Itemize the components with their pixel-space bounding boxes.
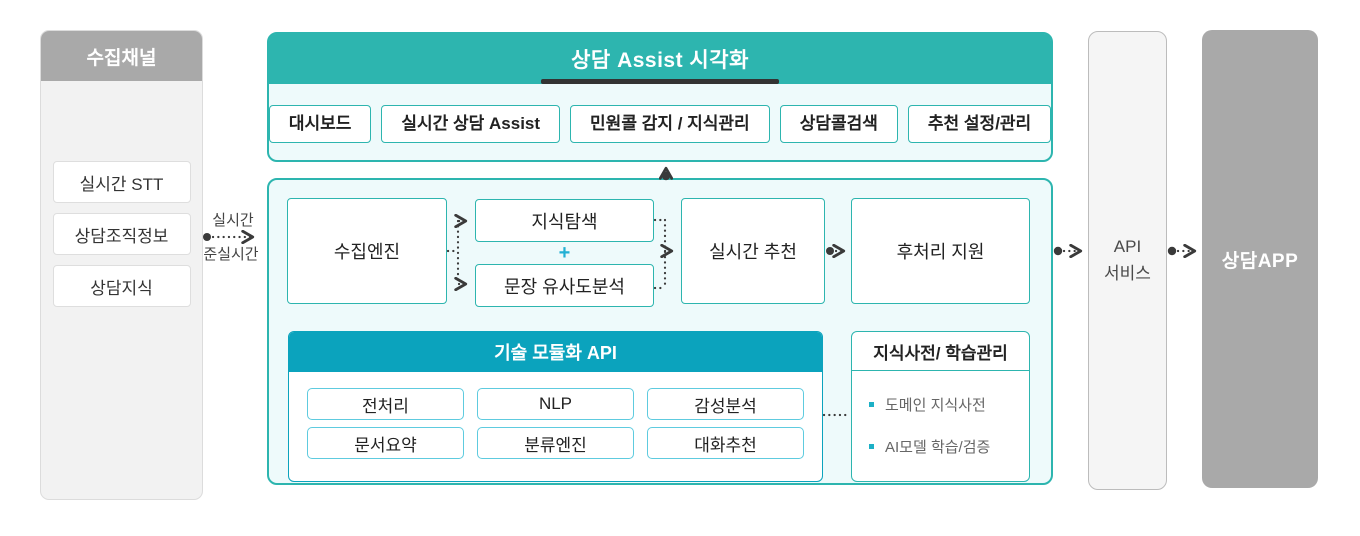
knowledge-search-box: 지식탐색 (475, 199, 654, 242)
square-bullet-icon (869, 402, 874, 407)
near-realtime-label: 준실시간 (203, 246, 259, 263)
dot-api-app (1167, 246, 1177, 256)
assist-visualization-menus: 대시보드 실시간 상담 Assist 민원콜 감지 / 지식관리 상담콜검색 추… (268, 105, 1052, 143)
knowledge-mgmt-list: 도메인 지식사전 AI모델 학습/검증 (852, 371, 1029, 457)
knowledge-mgmt-title: 지식사전/ 학습관리 (852, 332, 1029, 371)
menu-reco-settings: 추천 설정/관리 (907, 105, 1052, 143)
knowledge-item-domain-dict: 도메인 지식사전 (869, 394, 1021, 415)
menu-dashboard: 대시보드 (268, 105, 372, 143)
engine-flow-section: 수집엔진 지식탐색 + 문장 유사도분석 실시간 추천 후처리 지원 기술 모듈… (267, 178, 1053, 485)
module-doc-summary: 문서요약 (307, 427, 464, 459)
module-nlp: NLP (477, 388, 634, 420)
module-dialog-reco: 대화추천 (647, 427, 804, 459)
channel-item-stt: 실시간 STT (52, 161, 191, 203)
module-sentiment: 감성분석 (647, 388, 804, 420)
api-service-label: API 서비스 (1104, 237, 1151, 283)
collection-channel-panel: 수집채널 실시간 STT 상담조직정보 상담지식 (40, 30, 203, 500)
knowledge-item-label: AI모델 학습/검증 (885, 439, 991, 456)
tech-module-grid: 전처리 NLP 감성분석 문서요약 분류엔진 대화추천 (289, 372, 822, 459)
channel-item-knowledge: 상담지식 (52, 265, 191, 307)
collection-channel-title: 수집채널 (41, 31, 202, 81)
square-bullet-icon (869, 444, 874, 449)
collection-channel-items: 실시간 STT 상담조직정보 상담지식 (41, 161, 202, 307)
tech-module-api-title: 기술 모듈화 API (289, 332, 822, 372)
realtime-recommendation-box: 실시간 추천 (681, 198, 825, 304)
sentence-similarity-box: 문장 유사도분석 (475, 264, 654, 307)
realtime-label: 실시간 (212, 212, 254, 229)
counsel-app-box: 상담APP (1202, 30, 1318, 488)
postprocess-support-box: 후처리 지원 (851, 198, 1030, 304)
plus-sign: + (558, 242, 571, 264)
dot-flow-api (1053, 246, 1063, 256)
knowledge-item-label: 도메인 지식사전 (885, 397, 986, 414)
channel-item-org-info: 상담조직정보 (52, 213, 191, 255)
assist-visualization-title: 상담 Assist 시각화 (571, 49, 749, 72)
module-classifier: 분류엔진 (477, 427, 634, 459)
api-service-box: API 서비스 (1088, 31, 1167, 490)
assist-visualization-section: 상담 Assist 시각화 대시보드 실시간 상담 Assist 민원콜 감지 … (267, 32, 1053, 162)
menu-complaint-detection: 민원콜 감지 / 지식관리 (570, 105, 770, 143)
assist-visualization-header: 상담 Assist 시각화 (269, 34, 1051, 84)
module-preprocess: 전처리 (307, 388, 464, 420)
dot-input (203, 233, 211, 241)
knowledge-item-ai-model: AI모델 학습/검증 (869, 436, 1021, 457)
knowledge-mgmt-block: 지식사전/ 학습관리 도메인 지식사전 AI모델 학습/검증 (851, 331, 1030, 482)
menu-realtime-assist: 실시간 상담 Assist (381, 105, 561, 143)
collect-engine-box: 수집엔진 (287, 198, 447, 304)
tech-module-api-block: 기술 모듈화 API 전처리 NLP 감성분석 문서요약 분류엔진 대화추천 (288, 331, 823, 482)
title-underline-bar (541, 79, 779, 84)
menu-call-search: 상담콜검색 (779, 105, 898, 143)
